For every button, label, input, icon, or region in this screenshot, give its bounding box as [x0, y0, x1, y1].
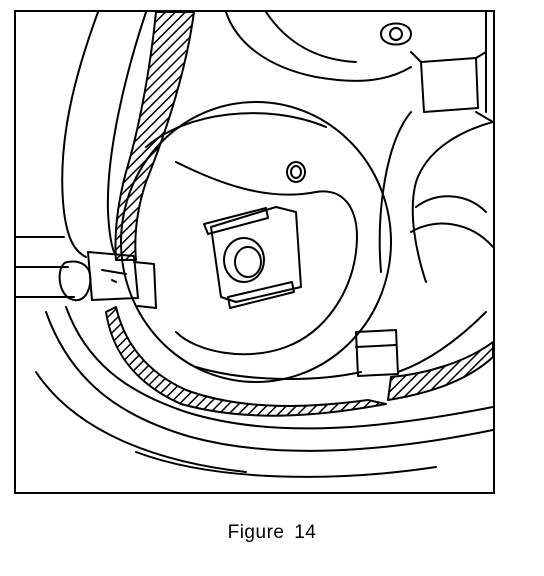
- upper-panel-curve-2: [265, 12, 357, 63]
- latch-bracket-tab-bottom: [227, 281, 295, 309]
- door-outer-curve-2: [45, 311, 493, 452]
- latch-round-knob: [223, 237, 265, 283]
- panel-contour-right: [397, 311, 487, 373]
- opening-inner-contour: [175, 161, 358, 356]
- hatched-seal-left: [114, 12, 195, 261]
- right-frame-edge-2: [411, 121, 493, 283]
- retaining-clip-tab: [133, 261, 157, 309]
- right-frame-rib: [415, 195, 487, 213]
- panel-contour-lower: [195, 366, 362, 380]
- door-outer-curve-3: [35, 371, 437, 478]
- upper-right-block: [420, 57, 479, 113]
- small-hole: [286, 161, 306, 183]
- speaker-opening-rim: [145, 112, 327, 148]
- latch-bracket: [210, 206, 302, 303]
- door-outer-curve-1: [65, 306, 493, 430]
- pillar-inner-edge: [106, 12, 147, 253]
- clip-detail: [101, 269, 127, 283]
- upper-panel-curve: [225, 12, 412, 82]
- door-panel-illustration: [16, 12, 493, 478]
- pillar-outer-edge: [61, 12, 99, 258]
- mount-boss: [380, 22, 412, 46]
- speaker-opening: [120, 101, 392, 383]
- retaining-clip: [87, 251, 139, 301]
- figure-drawing: [14, 10, 495, 494]
- lower-right-block: [355, 329, 399, 377]
- right-frame-rib-2: [410, 222, 493, 248]
- hatched-seal-bottom: [105, 306, 387, 417]
- right-frame-edge: [378, 111, 412, 273]
- latch-bracket-tab-top: [203, 207, 269, 235]
- figure-caption: Figure 14: [227, 522, 317, 543]
- knuckle-joint: [58, 260, 92, 302]
- hatched-seal-bottom-right: [387, 341, 493, 401]
